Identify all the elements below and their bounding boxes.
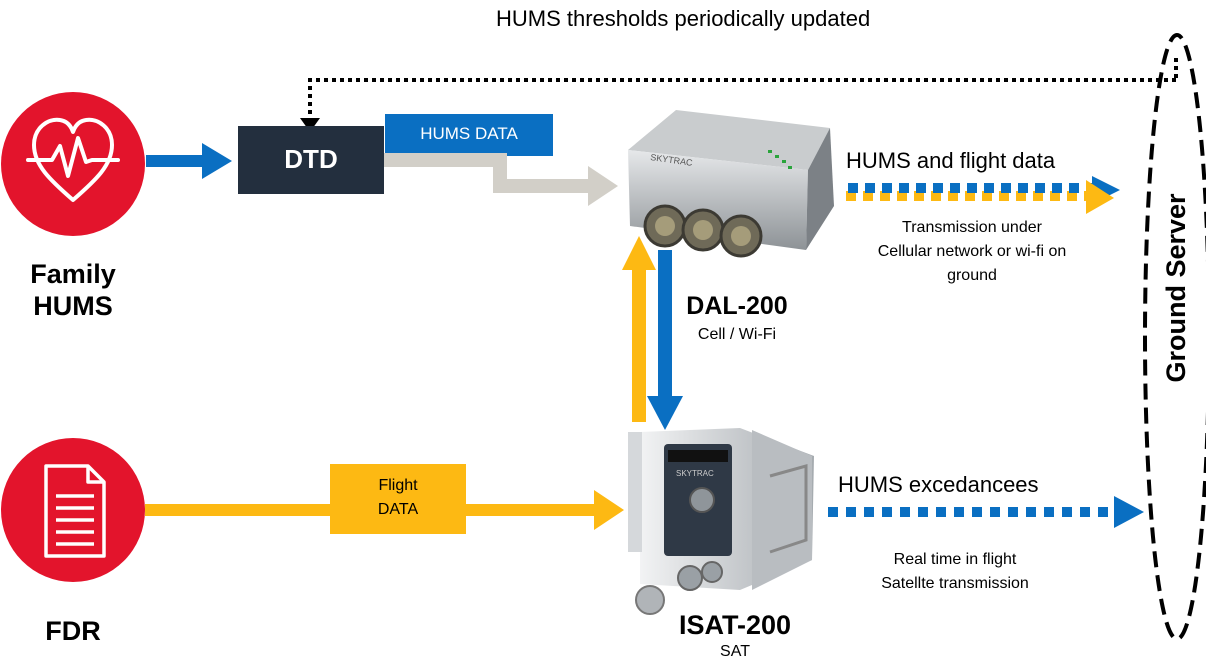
hums-flight-data-desc-line3: ground bbox=[947, 267, 997, 284]
threshold-update-line bbox=[300, 55, 1178, 132]
excedance-title: HUMS excedancees bbox=[838, 472, 1039, 497]
hums-flight-data-arrow bbox=[846, 176, 1120, 214]
dal200-name: DAL-200 bbox=[686, 292, 788, 320]
isat200-device: SKYTRAC bbox=[628, 428, 814, 615]
flight-data-label-line1: Flight bbox=[378, 477, 418, 494]
excedance-arrow bbox=[828, 496, 1144, 528]
svg-text:SKYTRAC: SKYTRAC bbox=[676, 469, 714, 478]
ground-server-ellipse bbox=[1143, 33, 1206, 641]
dtd-label: DTD bbox=[284, 144, 338, 174]
dal200-device: SKYTRAC bbox=[628, 110, 834, 258]
dtd-box bbox=[238, 126, 384, 194]
hums-data-label: HUMS DATA bbox=[420, 124, 518, 143]
dal200-subtitle: Cell / Wi-Fi bbox=[697, 326, 777, 343]
family-hums-label-line2: HUMS bbox=[33, 291, 113, 321]
threshold-update-label: HUMS thresholds periodically updated bbox=[496, 6, 871, 31]
document-icon bbox=[44, 464, 106, 558]
hums-flight-data-title: HUMS and flight data bbox=[846, 148, 1056, 173]
hums-flight-data-desc-line2: Cellular network or wi-fi on bbox=[877, 243, 1067, 260]
isat200-subtitle: SAT bbox=[720, 643, 750, 660]
excedance-desc: Real time in flight Satellte transmissio… bbox=[830, 548, 1080, 596]
fdr-node bbox=[1, 438, 145, 582]
hums-data-tag bbox=[385, 114, 553, 156]
heartbeat-icon bbox=[26, 117, 120, 202]
dal-to-isat-arrow bbox=[647, 250, 683, 430]
hums-to-dtd-arrow bbox=[146, 143, 232, 179]
ground-server-label: Ground Server bbox=[1161, 193, 1191, 383]
excedance-desc-line1: Real time in flight bbox=[893, 551, 1017, 568]
family-hums-label-line1: Family bbox=[30, 259, 116, 289]
family-hums-label: Family HUMS bbox=[18, 258, 128, 322]
flight-data-tag bbox=[330, 464, 466, 534]
flight-data-label: Flight DATA bbox=[330, 474, 466, 522]
excedance-desc-line2: Satellte transmission bbox=[881, 575, 1029, 592]
isat-to-dal-arrow bbox=[622, 236, 656, 422]
hums-flight-data-desc-line1: Transmission under bbox=[902, 219, 1042, 236]
dtd-to-dal-arrow bbox=[384, 153, 618, 206]
family-hums-node bbox=[1, 92, 145, 236]
flight-data-label-line2: DATA bbox=[377, 501, 419, 518]
fdr-label: FDR bbox=[45, 616, 101, 646]
isat200-name: ISAT-200 bbox=[678, 610, 792, 640]
hums-flight-data-desc: Transmission under Cellular network or w… bbox=[832, 216, 1112, 288]
